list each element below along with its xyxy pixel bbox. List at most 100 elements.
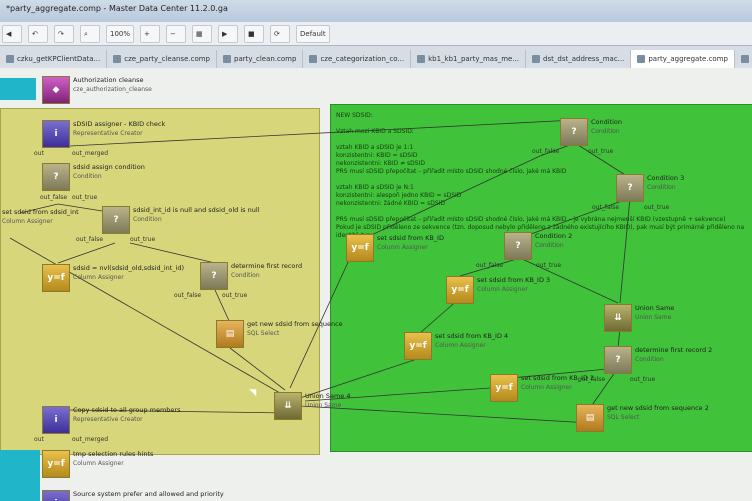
node-name: set sdsid from KB_ID 4 bbox=[435, 332, 509, 340]
node-type: Union Same bbox=[305, 402, 342, 409]
tab-label: party_clean.comp bbox=[234, 55, 297, 63]
union-icon: ⇊ bbox=[604, 304, 632, 332]
column-assigner-icon: y=f bbox=[346, 234, 374, 262]
tab-1[interactable]: cze_party_cleanse.comp bbox=[107, 50, 217, 68]
port-label: out_false bbox=[76, 236, 104, 243]
zoom-out-icon[interactable]: − bbox=[166, 24, 187, 43]
layout-icon[interactable]: ▦ bbox=[192, 24, 213, 43]
tab-2[interactable]: party_clean.comp bbox=[217, 50, 304, 68]
port-label: out_true bbox=[588, 148, 614, 155]
tab-label: dst_dst_address_mac... bbox=[543, 55, 625, 63]
node-name: sdsid assign condition bbox=[73, 163, 145, 171]
tab-label: kb1_kb1_party_mas_me... bbox=[428, 55, 520, 63]
node-name: sdsid = nvl(sdsid_old,sdsid_int_id) bbox=[73, 264, 185, 272]
tab-label: cze_categorization_co... bbox=[320, 55, 405, 63]
file-icon bbox=[309, 55, 318, 63]
tab-0[interactable]: czku_getKPClientData... bbox=[0, 50, 108, 68]
node-type: Condition bbox=[133, 216, 162, 223]
tab-label: czku_getKPClientData... bbox=[17, 55, 101, 63]
window-title: *party_aggregate.comp - Master Data Cent… bbox=[6, 4, 228, 13]
node-name: tmp selection rules hints bbox=[73, 450, 154, 458]
file-icon bbox=[740, 55, 749, 63]
node-type: Column Assigner bbox=[73, 460, 124, 467]
undo-icon[interactable]: ↶ bbox=[28, 24, 48, 43]
tab-3[interactable]: cze_categorization_co... bbox=[303, 50, 412, 68]
port-label: out_true bbox=[536, 262, 562, 269]
file-icon bbox=[6, 55, 14, 63]
refresh-icon[interactable]: ⟳ bbox=[270, 24, 291, 43]
node-name: Condition 2 bbox=[535, 232, 573, 240]
port-label: out_false bbox=[592, 204, 620, 211]
node-condition-2[interactable]: ? Condition 2 Condition bbox=[504, 232, 572, 260]
node-type: Condition bbox=[231, 272, 260, 279]
stop-icon[interactable]: ■ bbox=[244, 24, 265, 43]
node-type: Condition bbox=[591, 128, 620, 135]
node-name: Source system prefer and allowed and pri… bbox=[73, 490, 224, 498]
run-icon[interactable]: ▶ bbox=[218, 24, 239, 43]
node-name: set sdsid from sdsid_int bbox=[2, 208, 79, 216]
node-name: get new sdsid from sequence bbox=[247, 320, 343, 328]
node-sdsid-int-null[interactable]: ? sdsid_int_id is null and sdsid_old is … bbox=[102, 206, 259, 234]
redo-icon[interactable]: ↷ bbox=[54, 24, 74, 43]
green-note: NEW SDSID: Vztah mezi KBID a SDSID: vzta… bbox=[336, 112, 745, 239]
node-type: Condition bbox=[535, 242, 564, 249]
condition-icon: ? bbox=[200, 262, 228, 290]
condition-icon: ? bbox=[102, 206, 130, 234]
port-label: out_true bbox=[630, 376, 656, 383]
tab-6[interactable]: party_aggregate.comp bbox=[631, 50, 735, 68]
node-name: determine first record bbox=[231, 262, 303, 270]
representative-creator-icon: i bbox=[42, 406, 70, 434]
tab-5[interactable]: dst_dst_address_mac... bbox=[526, 50, 632, 68]
port-label: out bbox=[34, 436, 44, 443]
node-name: Union Same bbox=[635, 304, 675, 312]
flow-canvas[interactable]: NEW SDSID: Vztah mezi KBID a SDSID: vzta… bbox=[0, 68, 752, 501]
port-label: out_true bbox=[222, 292, 248, 299]
zoom-select[interactable]: 100% bbox=[106, 24, 135, 43]
condition-icon: ? bbox=[504, 232, 532, 260]
node-source-system-prefer[interactable]: i Source system prefer and allowed and p… bbox=[42, 490, 224, 501]
condition-icon: ? bbox=[560, 118, 588, 146]
profile-select[interactable]: Default bbox=[296, 24, 330, 43]
port-label: out bbox=[34, 150, 44, 157]
tab-4[interactable]: kb1_kb1_party_mas_me... bbox=[411, 50, 527, 68]
zoom-in-icon[interactable]: + bbox=[140, 24, 161, 43]
node-type: SQL Select bbox=[247, 330, 280, 337]
node-name: Condition bbox=[591, 118, 623, 126]
tab-label: party_aggregate.comp bbox=[648, 55, 728, 63]
node-type: Column Assigner bbox=[377, 244, 428, 251]
node-sdsid-nvl[interactable]: y=f sdsid = nvl(sdsid_old,sdsid_int_id)C… bbox=[42, 264, 184, 292]
editor-tabs: czku_getKPClientData... cze_party_cleans… bbox=[0, 46, 752, 69]
node-name: set sdsid from KB_ID 3 bbox=[477, 276, 551, 284]
zoom-icon[interactable]: ⌕ bbox=[80, 24, 100, 43]
node-name: Condition 3 bbox=[647, 174, 685, 182]
tab-7[interactable]: updat bbox=[735, 50, 752, 68]
node-type: Condition bbox=[647, 184, 676, 191]
back-icon[interactable]: ◀ bbox=[2, 24, 22, 43]
file-icon bbox=[223, 55, 231, 63]
port-label: out_true bbox=[644, 204, 670, 211]
sql-select-icon: ▤ bbox=[576, 404, 604, 432]
node-type: Representative Creator bbox=[73, 416, 143, 423]
cyan-block-bottom bbox=[0, 450, 40, 501]
representative-creator-icon: i bbox=[42, 490, 70, 501]
port-label: out_merged bbox=[72, 436, 109, 443]
cyan-block bbox=[0, 78, 36, 100]
